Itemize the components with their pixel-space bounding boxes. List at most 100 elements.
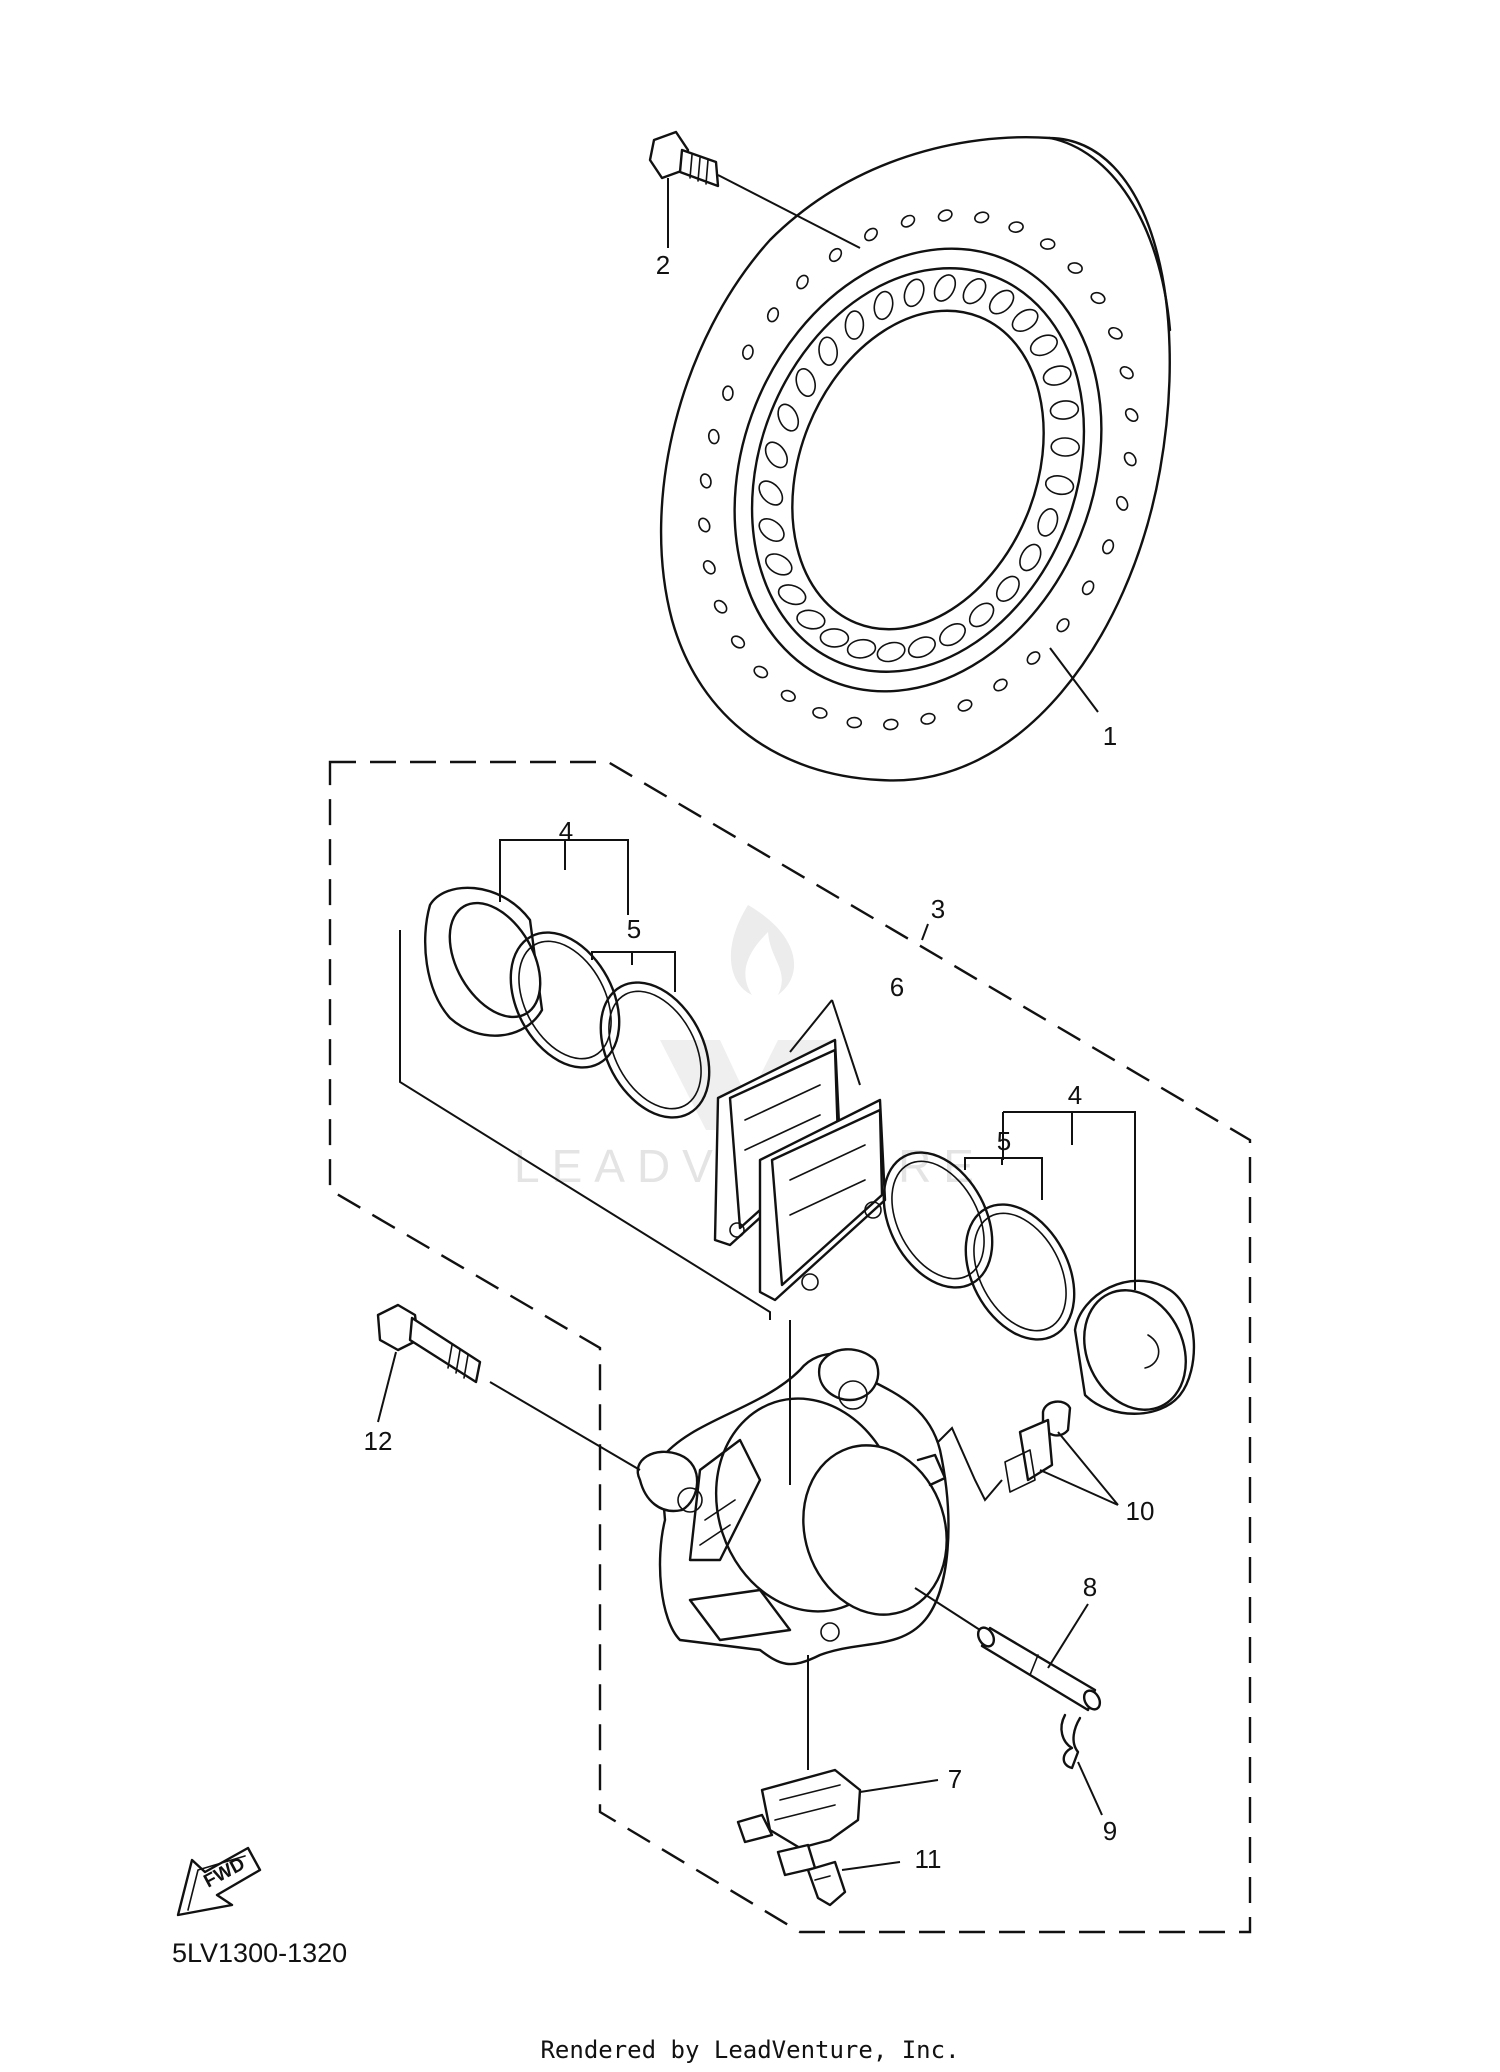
left-seal-inner: [509, 931, 621, 1069]
disc-drilled-hole: [1108, 326, 1123, 340]
disc-drilled-hole: [900, 214, 916, 228]
disc-vent-slot: [995, 575, 1020, 602]
disc-vent-slot: [873, 290, 894, 321]
disc-drilled-hole: [1081, 580, 1095, 596]
disc-drilled-hole: [1067, 262, 1083, 274]
caliper-assembly-boundary: [328, 760, 1252, 1934]
disc-drilled-hole: [722, 385, 734, 401]
disc-drilled-hole: [1119, 366, 1134, 380]
disc-drilled-hole: [1090, 291, 1106, 305]
disc-drilled-hole: [993, 678, 1008, 692]
disc-drilled-hole: [1056, 618, 1070, 633]
disc-drilled-hole: [742, 344, 754, 360]
callout-5b: 5: [997, 1126, 1011, 1156]
disc-vent-slot: [968, 602, 995, 628]
caliper-body: [636, 1320, 950, 1666]
callout-leaders: [377, 178, 1136, 1871]
disc-vent-slot: [1037, 508, 1059, 537]
left-seal-outer: [599, 981, 711, 1119]
callout-7: 7: [948, 1764, 962, 1794]
callout-5a: 5: [627, 914, 641, 944]
brake-pads: [713, 1038, 887, 1302]
disc-drilled-hole: [1026, 651, 1041, 665]
callout-8: 8: [1083, 1572, 1097, 1602]
callout-1: 1: [1103, 721, 1117, 751]
callout-labels: 1 2 3 4 5 6 4 5 7 8 9 10 11 12: [364, 250, 1155, 1874]
right-piston: [1073, 1279, 1196, 1415]
disc-vent-slot: [1029, 334, 1058, 357]
disc-vent-slot: [933, 274, 957, 302]
disc-drilled-hole: [920, 712, 936, 725]
disc-drilled-hole: [864, 227, 878, 242]
disc-vent-slot: [1050, 437, 1080, 457]
disc-drilled-hole: [707, 428, 720, 445]
disc-vent-slot: [903, 278, 925, 308]
left-piston: [423, 886, 544, 1037]
disc-drilled-hole: [1123, 451, 1137, 467]
pad-retainer: [806, 1860, 847, 1907]
disc-vent-slot: [818, 336, 838, 366]
disc-vent-slot: [844, 310, 865, 340]
callout-10: 10: [1126, 1496, 1155, 1526]
disc-drilled-hole: [796, 274, 809, 290]
disc-drilled-hole: [702, 560, 716, 575]
right-seal-inner: [964, 1203, 1076, 1341]
callout-4a: 4: [559, 816, 573, 846]
fwd-arrow: FWD: [176, 1846, 262, 1917]
callout-2: 2: [656, 250, 670, 280]
callout-9: 9: [1103, 1816, 1117, 1846]
brake-disc: [659, 136, 1172, 782]
disc-drilled-hole: [713, 599, 728, 614]
footer-credit: Rendered by LeadVenture, Inc.: [540, 2036, 959, 2064]
disc-vent-slot: [796, 609, 826, 630]
disc-drilled-hole: [1102, 539, 1115, 555]
caliper-bolt: [376, 1303, 641, 1471]
disc-drilled-hole: [1039, 238, 1056, 250]
disc-vent-slot: [988, 289, 1015, 315]
disc-drilled-hole: [1124, 408, 1139, 422]
disc-drilled-hole: [937, 209, 953, 222]
callout-6: 6: [890, 972, 904, 1002]
disc-vent-slot: [765, 553, 793, 576]
disc-drilled-hole: [883, 718, 899, 731]
bleed-screw: [937, 1400, 1072, 1502]
disc-drilled-hole: [780, 689, 796, 702]
disc-vent-slot: [962, 278, 987, 305]
disc-vent-slot: [939, 622, 966, 647]
disc-drilled-hole: [698, 517, 711, 533]
disc-vent-slot: [1049, 400, 1080, 420]
disc-vent-slot: [764, 441, 789, 469]
disc-drilled-hole: [766, 307, 780, 323]
disc-drilled-hole: [957, 699, 973, 712]
disc-drilled-hole: [846, 716, 863, 729]
disc-vent-slot: [758, 480, 784, 506]
disc-vent-slot: [907, 636, 936, 659]
disc-drilled-hole: [753, 665, 769, 679]
callout-12: 12: [364, 1426, 393, 1456]
disc-drilled-hole: [730, 635, 746, 649]
disc-vent-slot: [846, 638, 877, 659]
disc-drilled-hole: [812, 707, 828, 719]
disc-vent-slot: [1019, 543, 1042, 572]
disc-vent-slot: [1042, 365, 1072, 386]
pad-pin: [914, 1587, 1102, 1712]
disc-vent-slot: [758, 518, 785, 542]
disc-vent-slot: [1011, 308, 1039, 333]
disc-vent-slot: [1044, 475, 1075, 496]
pad-spring: [736, 1655, 862, 1877]
disc-vent-slot: [777, 584, 807, 606]
disc-vent-slot: [819, 628, 850, 648]
disc-vent-slot: [795, 368, 816, 397]
disc-drilled-hole: [1115, 495, 1129, 511]
disc-vent-slot: [876, 641, 906, 663]
disc-drilled-hole: [1008, 221, 1024, 233]
disc-drilled-hole: [974, 211, 990, 224]
disc-drilled-hole: [699, 473, 712, 489]
disc-drilled-hole: [828, 247, 843, 263]
disc-vent-slot: [777, 403, 800, 432]
r-clip: [1060, 1713, 1082, 1770]
disc-bolt: [648, 130, 861, 249]
callout-11: 11: [915, 1844, 942, 1874]
callout-4b: 4: [1068, 1080, 1082, 1110]
